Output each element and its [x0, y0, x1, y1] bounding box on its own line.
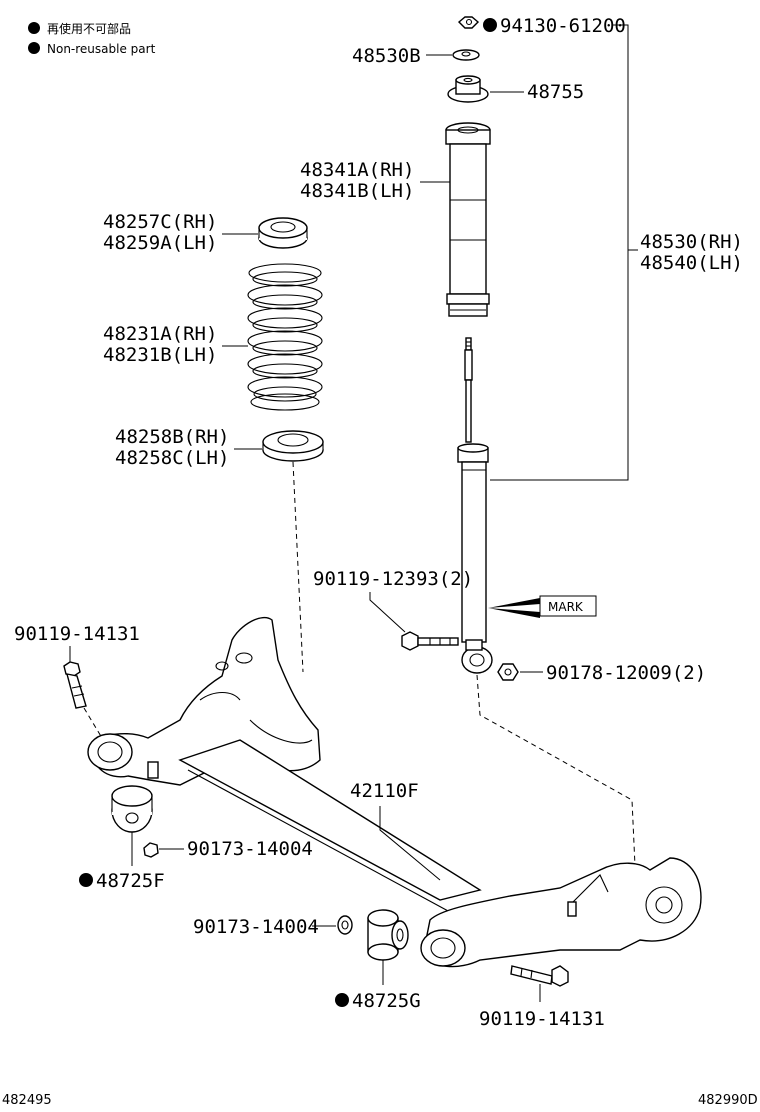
label-48755[interactable]: 48755 [527, 81, 584, 103]
label-90173-14004-right[interactable]: 90173-14004 [193, 916, 319, 938]
legend-line-jp: 再使用不可部品 [47, 21, 131, 36]
label-90119-14131-right[interactable]: 90119-14131 [479, 1008, 605, 1030]
non-reusable-bullet-icon [79, 873, 93, 887]
axle-beam-42110f [87, 616, 702, 968]
bushing-48725g [367, 909, 409, 961]
coil-spring-48231 [247, 263, 323, 411]
label-48258c-lh[interactable]: 48258C(LH) [115, 447, 229, 469]
label-48530-rh[interactable]: 48530(RH) [640, 231, 743, 253]
bushing-48725f [111, 785, 153, 833]
label-48540-lh[interactable]: 48540(LH) [640, 252, 743, 274]
shock-bolt [401, 631, 459, 651]
label-48725f[interactable]: 48725F [96, 870, 165, 892]
legend: 再使用不可部品 Non-reusable part [28, 21, 156, 56]
mark-arrow-icon [488, 598, 540, 608]
shock-nut [497, 663, 519, 681]
non-reusable-bullet-icon [483, 18, 497, 32]
non-reusable-bullet-icon [28, 42, 40, 54]
label-48259a-lh[interactable]: 48259A(LH) [103, 232, 217, 254]
label-90173-14004-left[interactable]: 90173-14004 [187, 838, 313, 860]
label-48341a-rh[interactable]: 48341A(RH) [300, 159, 414, 181]
mark-box [539, 595, 597, 617]
mark-arrow-icon [488, 608, 540, 618]
upper-spring-seat [258, 217, 308, 249]
bumper-48755 [447, 75, 489, 103]
non-reusable-bullet-icon [28, 22, 40, 34]
right-bolt [510, 965, 569, 987]
label-48258b-rh[interactable]: 48258B(RH) [115, 426, 229, 448]
dust-boot-48341 [445, 122, 491, 317]
shock-absorber [457, 337, 493, 674]
label-48231a-rh[interactable]: 48231A(RH) [103, 323, 217, 345]
label-48231b-lh[interactable]: 48231B(LH) [103, 344, 217, 366]
label-48257c-rh[interactable]: 48257C(RH) [103, 211, 217, 233]
label-90119-12393[interactable]: 90119-12393(2) [313, 568, 473, 590]
right-washer [337, 915, 353, 935]
label-48341b-lh[interactable]: 48341B(LH) [300, 180, 414, 202]
washer-48530b [452, 49, 480, 61]
label-90178-12009[interactable]: 90178-12009(2) [546, 662, 706, 684]
lower-spring-seat [262, 430, 324, 462]
legend-line-en: Non-reusable part [47, 42, 156, 56]
label-90119-14131-left[interactable]: 90119-14131 [14, 623, 140, 645]
leader-shock-assembly [490, 24, 629, 481]
left-washer [143, 842, 159, 858]
label-42110f[interactable]: 42110F [350, 780, 419, 802]
top-nut [457, 16, 480, 29]
left-bolt [63, 661, 87, 709]
label-48530b[interactable]: 48530B [352, 45, 421, 67]
label-94130-61200[interactable]: 94130-61200 [500, 15, 626, 37]
non-reusable-bullet-icon [335, 993, 349, 1007]
label-mark[interactable]: MARK [548, 600, 584, 614]
footer-left-code: 482495 [2, 1093, 52, 1108]
footer-right-code: 482990D [698, 1093, 758, 1108]
label-48725g[interactable]: 48725G [352, 990, 421, 1012]
